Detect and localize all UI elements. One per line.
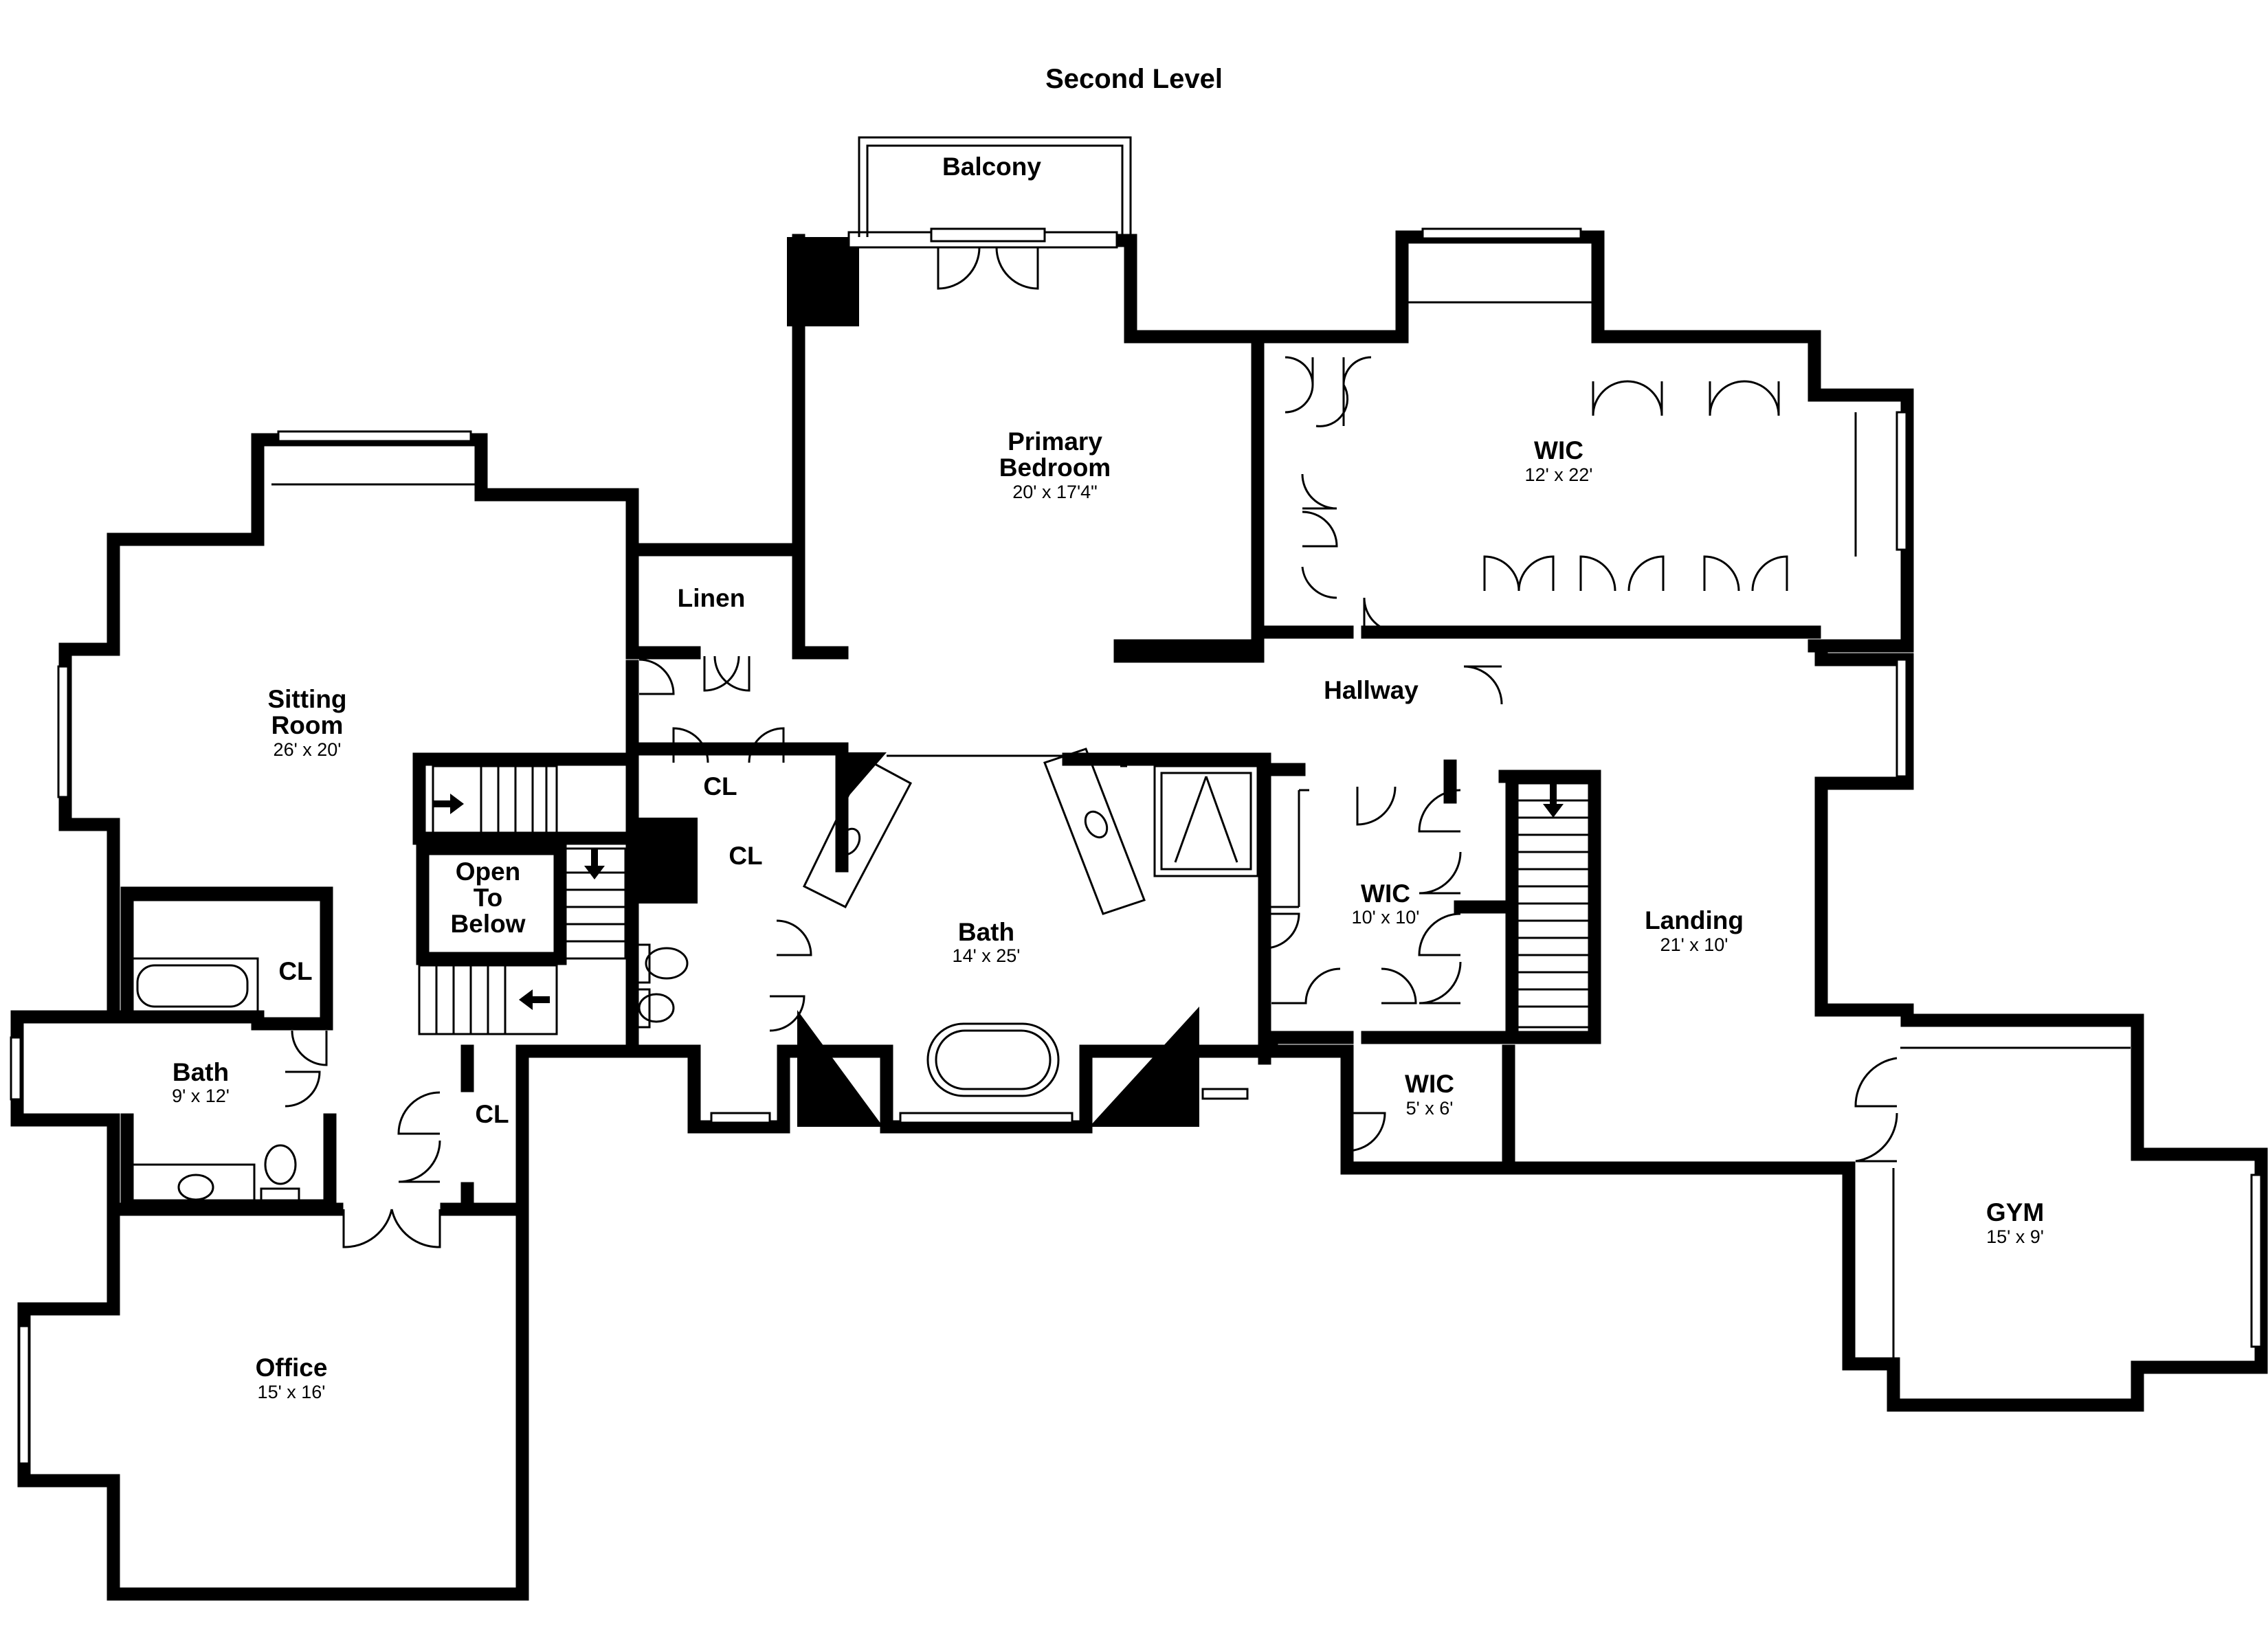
room-label-cl-bath: CL bbox=[729, 842, 762, 870]
shower bbox=[1153, 765, 1259, 877]
room-label-wic-small: WIC bbox=[1405, 1070, 1454, 1098]
room-label-primary-bedroom-line1: Primary bbox=[1008, 427, 1102, 456]
room-label-wic-primary: WIC bbox=[1534, 436, 1583, 464]
right-arrow-icon bbox=[433, 794, 464, 814]
left-arrow-icon bbox=[519, 989, 550, 1010]
room-dims-landing: 21' x 10' bbox=[1660, 934, 1728, 955]
room-label-open-to-below-line3: Below bbox=[451, 910, 526, 938]
room-dims-bath-small: 9' x 12' bbox=[172, 1086, 230, 1106]
room-label-open-to-below-line2: To bbox=[474, 884, 502, 912]
vanity-right bbox=[1043, 748, 1146, 915]
room-label-bath-primary: Bath bbox=[958, 918, 1014, 946]
room-dims-wic-small: 5' x 6' bbox=[1406, 1098, 1454, 1119]
toilet-primary bbox=[631, 943, 689, 1029]
room-label-office: Office bbox=[256, 1354, 328, 1382]
bathtub-primary bbox=[926, 1022, 1060, 1097]
room-label-balcony: Balcony bbox=[942, 153, 1041, 181]
room-dims-wic-middle: 10' x 10' bbox=[1352, 907, 1420, 928]
stairs-hallway bbox=[1514, 782, 1592, 1029]
structural-column bbox=[787, 237, 859, 326]
sink-small bbox=[129, 1163, 256, 1207]
room-label-primary-bedroom-line2: Bedroom bbox=[999, 453, 1111, 482]
room-dims-gym: 15' x 9' bbox=[1986, 1226, 2044, 1247]
fixtures bbox=[129, 748, 1259, 1207]
room-labels: Balcony Primary Bedroom 20' x 17'4" WIC … bbox=[172, 153, 2044, 1402]
stairs-middle bbox=[560, 849, 625, 943]
bathtub-small bbox=[129, 957, 259, 1015]
stairs-top bbox=[433, 766, 548, 842]
interior-lines bbox=[127, 301, 2131, 1360]
room-label-sitting-room-line2: Room bbox=[271, 711, 344, 739]
room-dims-office: 15' x 16' bbox=[258, 1382, 326, 1402]
room-label-cl-hall: CL bbox=[703, 772, 737, 800]
toilet-small bbox=[260, 1144, 300, 1207]
down-arrow-icon bbox=[584, 849, 605, 879]
room-dims-bath-primary: 14' x 25' bbox=[953, 945, 1021, 966]
stairs bbox=[433, 766, 1592, 1034]
stairs-bottom bbox=[435, 965, 550, 1034]
room-label-hallway: Hallway bbox=[1324, 676, 1419, 704]
room-dims-wic-primary: 12' x 22' bbox=[1525, 464, 1593, 485]
room-label-cl-small: CL bbox=[278, 957, 312, 985]
room-dims-primary-bedroom: 20' x 17'4" bbox=[1012, 482, 1097, 502]
room-label-cl-office: CL bbox=[475, 1100, 509, 1128]
room-label-bath-small: Bath bbox=[173, 1058, 229, 1086]
room-label-sitting-room-line1: Sitting bbox=[267, 685, 346, 713]
room-label-open-to-below-line1: Open bbox=[456, 857, 521, 886]
solid-blocks bbox=[632, 752, 1199, 1127]
down-arrow-icon bbox=[1543, 783, 1564, 818]
room-label-linen: Linen bbox=[678, 584, 746, 612]
room-label-landing: Landing bbox=[1645, 906, 1744, 934]
vanity-left bbox=[803, 757, 913, 908]
room-dims-sitting-room: 26' x 20' bbox=[274, 739, 342, 760]
room-label-gym: GYM bbox=[1986, 1198, 2044, 1226]
room-label-wic-middle: WIC bbox=[1361, 879, 1410, 908]
plan-title: Second Level bbox=[1045, 64, 1223, 94]
balcony-outline bbox=[858, 136, 1132, 237]
windows bbox=[10, 227, 2263, 1465]
doors bbox=[285, 247, 1898, 1248]
